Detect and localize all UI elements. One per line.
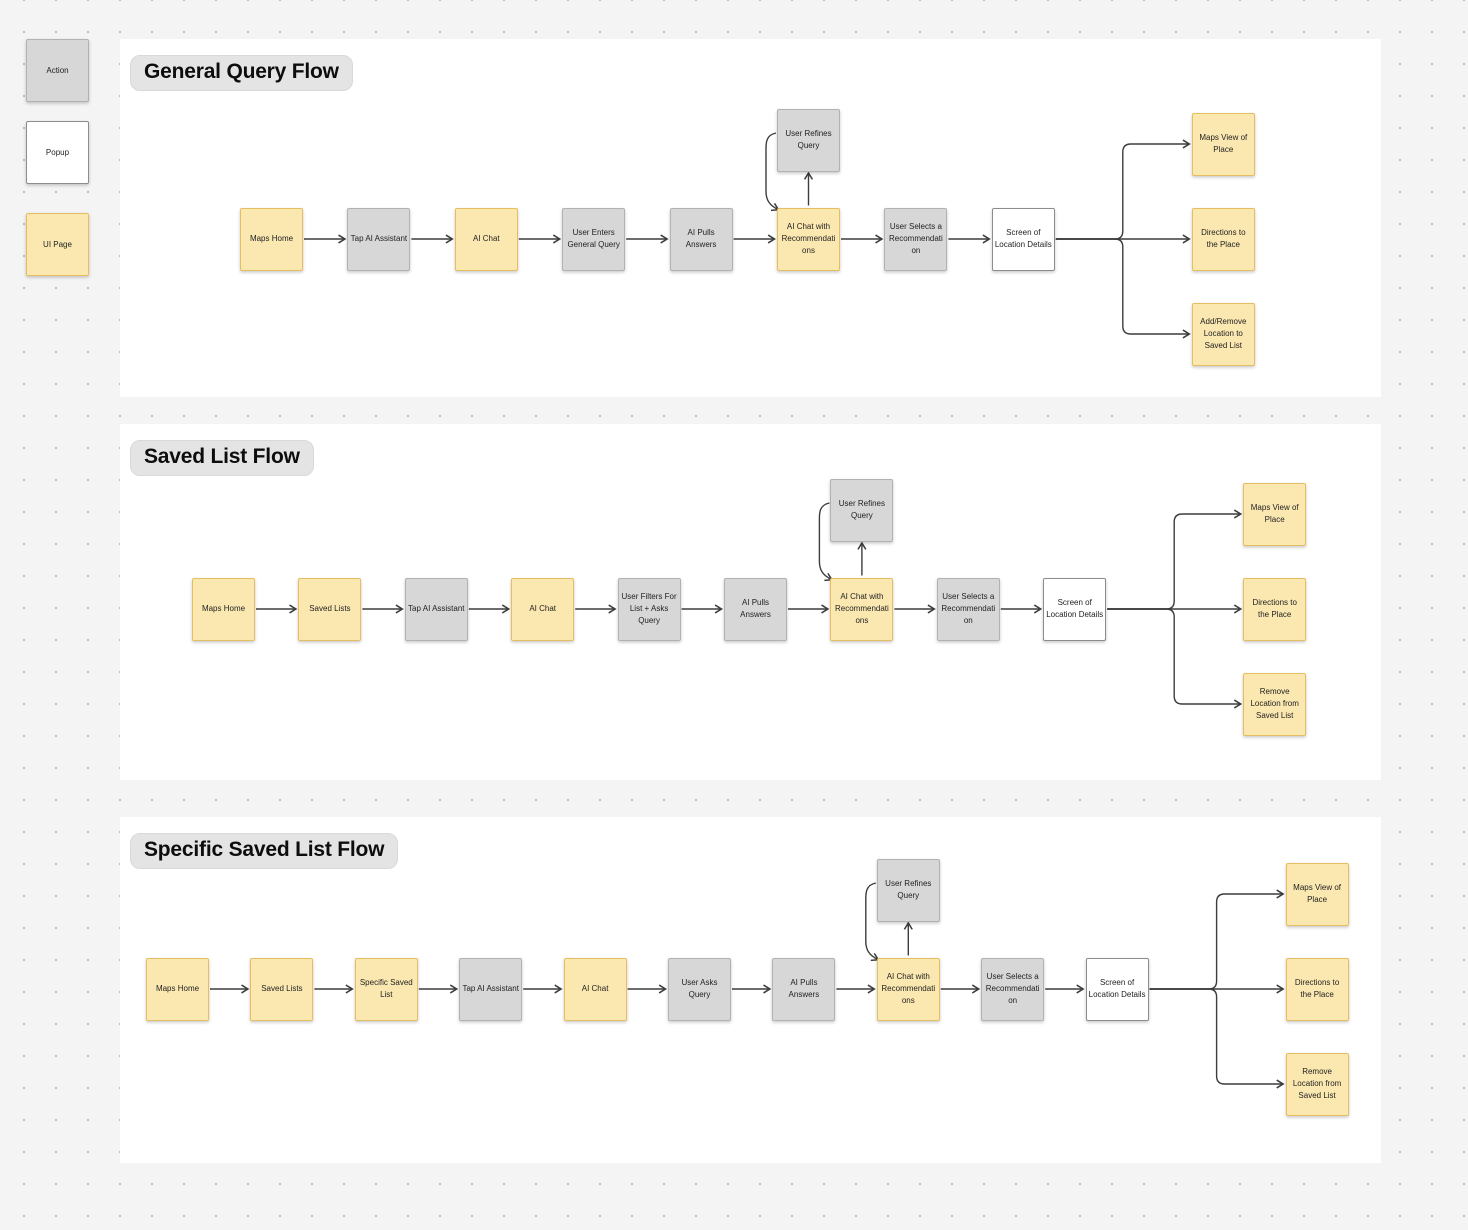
node-remove-location-from-saved-list[interactable]: Remove Location from Saved List	[1285, 1052, 1349, 1116]
node-ai-pulls-answers[interactable]: AI Pulls Answers	[772, 957, 836, 1021]
node-label: AI Pulls Answers	[685, 228, 717, 249]
node-label: Maps Home	[155, 984, 200, 993]
legend-ui-page-label: UI Page	[43, 239, 72, 249]
node-ai-pulls-answers[interactable]: AI Pulls Answers	[669, 207, 733, 271]
node-label: Remove Location from Saved List	[1250, 687, 1299, 720]
node-user-selects-a-recommendation[interactable]: User Selects a Recommendation	[884, 207, 948, 271]
node-label: Maps View of Place	[1199, 133, 1248, 154]
node-user-asks-query[interactable]: User Asks Query	[668, 957, 731, 1021]
node-label: Saved Lists	[261, 984, 303, 993]
node-label: AI Chat with Recommendations	[781, 222, 836, 255]
node-specific-saved-list[interactable]: Specific Saved List	[354, 957, 418, 1021]
node-label: AI Chat	[529, 604, 557, 613]
node-tap-ai-assistant[interactable]: Tap AI Assistant	[404, 577, 468, 641]
node-label: User Selects a Recommendation	[941, 592, 996, 625]
node-maps-view-of-place[interactable]: Maps View of Place	[1191, 112, 1255, 176]
node-label: Tap AI Assistant	[462, 984, 519, 993]
node-screen-of-location-details[interactable]: Screen of Location Details	[991, 207, 1055, 271]
node-label: Maps View of Place	[1293, 883, 1342, 904]
node-label: AI Chat	[472, 234, 500, 243]
node-label: Maps Home	[249, 234, 294, 243]
node-label: Directions to the Place	[1294, 978, 1340, 999]
node-maps-view-of-place[interactable]: Maps View of Place	[1243, 482, 1307, 546]
node-tap-ai-assistant[interactable]: Tap AI Assistant	[459, 957, 523, 1021]
node-ai-chat[interactable]: AI Chat	[454, 207, 518, 271]
node-saved-lists[interactable]: Saved Lists	[250, 957, 314, 1021]
node-user-selects-a-recommendation[interactable]: User Selects a Recommendation	[981, 957, 1045, 1021]
node-tap-ai-assistant[interactable]: Tap AI Assistant	[347, 207, 411, 271]
node-ai-pulls-answers[interactable]: AI Pulls Answers	[724, 577, 787, 641]
node-user-selects-a-recommendation[interactable]: User Selects a Recommendation	[936, 577, 1000, 641]
node-label: Specific Saved List	[359, 978, 413, 999]
node-user-refines-query[interactable]: User Refines Query	[876, 858, 940, 922]
node-label: Tap AI Assistant	[408, 604, 465, 613]
node-label: AI Chat	[581, 984, 609, 993]
flow-title[interactable]: Specific Saved List Flow	[130, 833, 399, 869]
node-label: Directions to the Place	[1252, 598, 1297, 619]
node-label: Remove Location from Saved List	[1292, 1067, 1342, 1100]
node-label: AI Pulls Answers	[740, 598, 771, 619]
node-directions-to-the-place[interactable]: Directions to the Place	[1243, 577, 1307, 641]
node-label: Screen of Location Details	[994, 228, 1052, 249]
node-label: User Asks Query	[681, 978, 718, 999]
node-label: Maps Home	[201, 604, 246, 613]
node-ai-chat-with-recommendations[interactable]: AI Chat with Recommendations	[876, 957, 940, 1021]
node-ai-chat-with-recommendations[interactable]: AI Chat with Recommendations	[830, 577, 894, 641]
node-directions-to-the-place[interactable]: Directions to the Place	[1191, 207, 1255, 271]
node-directions-to-the-place[interactable]: Directions to the Place	[1285, 957, 1349, 1021]
node-user-filters-for-list-asks-query[interactable]: User Filters For List + Asks Query	[617, 577, 681, 641]
node-label: User Enters General Query	[567, 228, 620, 249]
flow-title[interactable]: Saved List Flow	[130, 440, 314, 476]
node-label: AI Pulls Answers	[788, 978, 820, 999]
flow-title[interactable]: General Query Flow	[130, 55, 353, 91]
legend-action-shape[interactable]: Action	[26, 39, 89, 102]
node-label: User Refines Query	[885, 879, 932, 900]
node-add-remove-location-to-saved-list[interactable]: Add/Remove Location to Saved List	[1191, 302, 1255, 366]
node-ai-chat-with-recommendations[interactable]: AI Chat with Recommendations	[777, 207, 840, 271]
node-label: User Filters For List + Asks Query	[621, 592, 677, 625]
node-label: Tap AI Assistant	[350, 234, 408, 243]
node-maps-home[interactable]: Maps Home	[192, 577, 255, 641]
node-screen-of-location-details[interactable]: Screen of Location Details	[1085, 957, 1149, 1021]
node-screen-of-location-details[interactable]: Screen of Location Details	[1043, 577, 1107, 641]
node-label: Screen of Location Details	[1046, 598, 1104, 619]
node-label: User Selects a Recommendation	[985, 972, 1040, 1005]
flow-panel-specific-saved-list: Specific Saved List Flow Maps Home Saved …	[120, 817, 1381, 1163]
node-saved-lists[interactable]: Saved Lists	[298, 577, 362, 641]
node-label: User Refines Query	[838, 499, 886, 520]
node-label: Add/Remove Location to Saved List	[1200, 317, 1247, 350]
node-remove-location-from-saved-list[interactable]: Remove Location from Saved List	[1243, 672, 1307, 736]
node-maps-view-of-place[interactable]: Maps View of Place	[1285, 862, 1349, 926]
legend-popup-label: Popup	[45, 147, 70, 157]
node-user-enters-general-query[interactable]: User Enters General Query	[562, 207, 626, 271]
legend-ui-page-shape[interactable]: UI Page	[26, 213, 89, 276]
node-label: AI Chat with Recommendations	[881, 972, 936, 1005]
node-label: Maps View of Place	[1250, 503, 1299, 524]
node-label: User Selects a Recommendation	[888, 222, 943, 255]
node-label: Directions to the Place	[1201, 228, 1246, 249]
node-user-refines-query[interactable]: User Refines Query	[777, 108, 840, 172]
node-label: Screen of Location Details	[1088, 978, 1146, 999]
flow-panel-general-query: General Query Flow Maps Home Tap AI Assis…	[120, 39, 1381, 397]
node-label: Saved Lists	[309, 604, 351, 613]
legend-action-label: Action	[46, 65, 69, 75]
node-ai-chat[interactable]: AI Chat	[511, 577, 575, 641]
node-label: AI Chat with Recommendations	[834, 592, 889, 625]
legend-popup-shape[interactable]: Popup	[26, 121, 89, 184]
node-label: User Refines Query	[785, 129, 832, 150]
node-user-refines-query[interactable]: User Refines Query	[830, 478, 894, 542]
flow-panel-saved-list: Saved List Flow Maps Home Saved Lists Tap …	[120, 424, 1381, 780]
node-ai-chat[interactable]: AI Chat	[563, 957, 627, 1021]
node-maps-home[interactable]: Maps Home	[240, 207, 303, 271]
node-maps-home[interactable]: Maps Home	[146, 957, 209, 1021]
